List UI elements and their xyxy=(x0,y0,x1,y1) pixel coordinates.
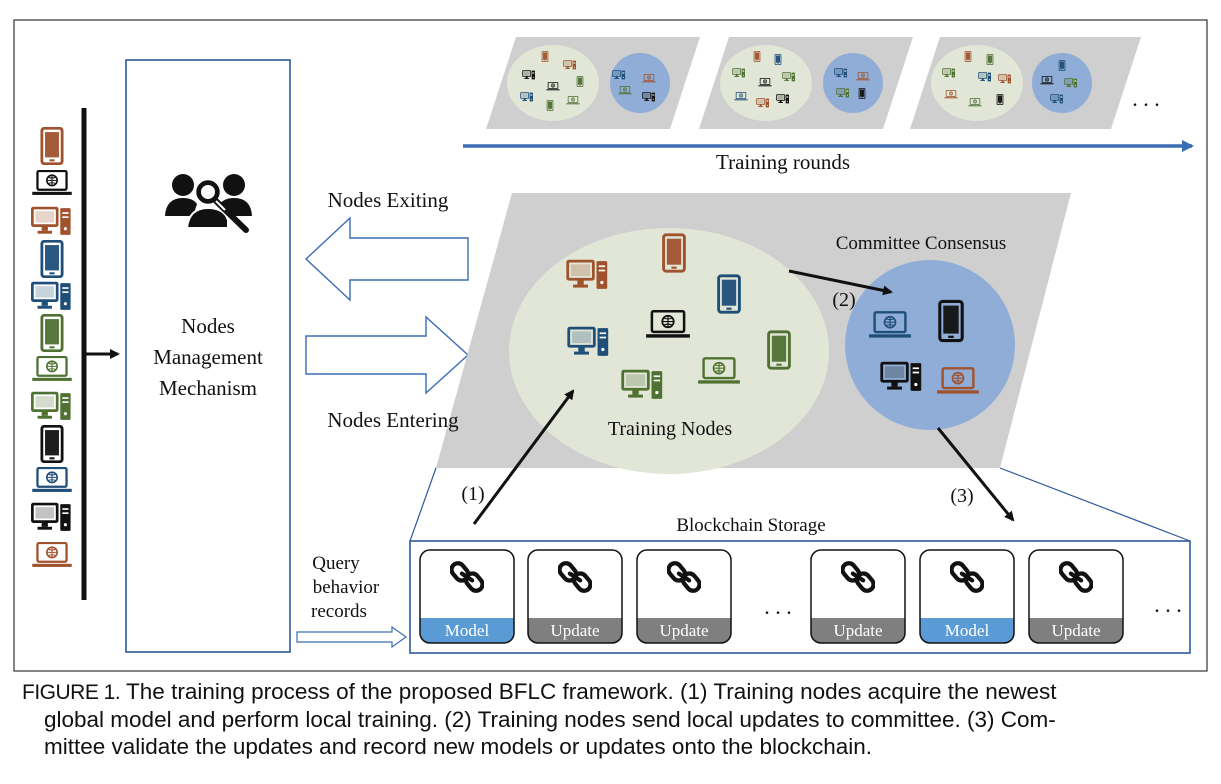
mgmt-label-3: Mechanism xyxy=(159,376,257,400)
query-label-2: behavior xyxy=(313,577,380,598)
blockchain-storage-label: Blockchain Storage xyxy=(676,515,825,536)
desktop-icon xyxy=(621,369,664,401)
laptop-icon xyxy=(31,356,73,383)
block-label: Update xyxy=(833,621,882,640)
nodes-entering-label: Nodes Entering xyxy=(327,408,459,432)
blocks-layer: Model Update Update Update Model Update xyxy=(419,549,1124,644)
desktop-icon xyxy=(30,206,73,237)
round-panel xyxy=(910,37,1141,129)
device-column xyxy=(30,127,73,569)
block-model: Model xyxy=(919,549,1015,644)
training-rounds-label: Training rounds xyxy=(716,150,850,174)
query-label-3: records xyxy=(311,601,367,622)
mgmt-label-2: Management xyxy=(153,345,263,369)
block-label: Model xyxy=(445,621,490,640)
rounds-ellipsis: . . . xyxy=(1132,86,1160,111)
block-band xyxy=(637,618,731,643)
caption-line-3: mittee validate the updates and record n… xyxy=(44,734,873,759)
block-label: Model xyxy=(945,621,990,640)
round-panel xyxy=(699,37,913,129)
block-label: Update xyxy=(1051,621,1100,640)
block-band xyxy=(1029,618,1123,643)
training-nodes-circle xyxy=(509,228,829,474)
desktop-icon xyxy=(880,361,923,393)
step2-label: (2) xyxy=(832,289,855,311)
phone-icon xyxy=(40,240,64,278)
laptop-icon xyxy=(31,467,73,494)
zoom-line-right xyxy=(999,467,1191,542)
desktop-icon xyxy=(566,259,609,291)
caption-line-1: The training process of the proposed BFL… xyxy=(126,679,1057,704)
nodes-management-box xyxy=(125,59,291,653)
desktop-icon xyxy=(30,281,73,312)
block-band xyxy=(811,618,905,643)
committee-circle xyxy=(845,260,1015,430)
mgmt-label-1: Nodes xyxy=(181,314,235,338)
desktop-icon xyxy=(30,502,73,533)
block-update: Update xyxy=(636,549,732,644)
caption-line-2: global model and perform local training.… xyxy=(44,707,1056,732)
phone-icon xyxy=(40,425,64,463)
committee-consensus-label: Committee Consensus xyxy=(836,233,1006,254)
nodes-entering-arrow xyxy=(305,315,470,395)
nodes-exiting-label: Nodes Exiting xyxy=(328,188,449,212)
desktop-icon xyxy=(30,391,73,422)
laptop-icon xyxy=(31,542,73,569)
step2-arrow xyxy=(788,269,893,296)
laptop-icon xyxy=(31,170,73,197)
block-update: Update xyxy=(527,549,623,644)
block-model: Model xyxy=(419,549,515,644)
block-band xyxy=(420,618,514,643)
round-panel xyxy=(486,37,700,129)
step3-label: (3) xyxy=(950,485,973,507)
block-update: Update xyxy=(810,549,906,644)
figure-caption: FIGURE 1. The training process of the pr… xyxy=(22,678,1207,760)
step1-label: (1) xyxy=(461,483,484,505)
figure-label: FIGURE 1. xyxy=(22,681,121,704)
blocks-ellipsis-mid: . . . xyxy=(764,594,792,619)
query-label-1: Query xyxy=(312,553,360,574)
query-arrow xyxy=(296,625,408,649)
blocks-ellipsis-end: . . . xyxy=(1154,592,1182,617)
step1-arrow xyxy=(472,389,575,525)
block-update: Update xyxy=(1028,549,1124,644)
desktop-icon xyxy=(567,326,610,358)
block-label: Update xyxy=(659,621,708,640)
block-band xyxy=(920,618,1014,643)
figure-frame xyxy=(13,19,1208,672)
people-search-icon xyxy=(165,174,252,233)
training-nodes-label: Training Nodes xyxy=(608,418,732,440)
zoom-line-left xyxy=(409,467,437,542)
phone-icon xyxy=(40,314,64,352)
block-label: Update xyxy=(550,621,599,640)
phone-icon xyxy=(40,127,64,165)
step3-arrow xyxy=(936,427,1015,522)
nodes-exiting-arrow xyxy=(304,216,469,302)
block-band xyxy=(528,618,622,643)
